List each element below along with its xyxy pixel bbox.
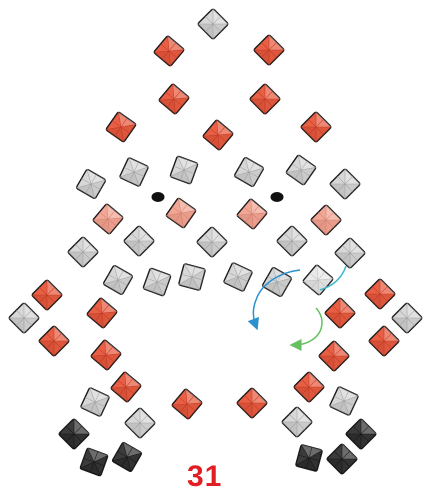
orange-bicone <box>154 36 185 67</box>
silver-bicone <box>329 386 358 415</box>
orange-bicone <box>364 278 395 309</box>
black-bicone <box>345 418 376 449</box>
silver-bicone <box>179 264 206 291</box>
orange-bicone <box>203 120 234 151</box>
silver-bicone <box>262 267 292 297</box>
silver-bicone <box>80 387 109 416</box>
black-bicone <box>80 448 108 476</box>
silver-bicone <box>8 302 39 333</box>
pink-bicone <box>93 204 124 235</box>
step-number: 31 <box>187 462 222 492</box>
silver-bicone <box>123 225 154 256</box>
orange-bicone <box>87 298 118 329</box>
thread-arrow-green <box>294 308 322 345</box>
orange-bicone <box>38 325 69 356</box>
silver-bicone <box>234 157 264 187</box>
silver-bicone <box>223 262 252 291</box>
orange-bicone <box>111 372 142 403</box>
black-bicone <box>112 442 142 472</box>
orange-bicone <box>159 84 190 115</box>
silver-bicone <box>286 155 317 186</box>
silver-bicone <box>103 265 133 295</box>
silver-bicone <box>329 168 360 199</box>
black-seed-bead <box>271 192 284 202</box>
orange-bicone <box>324 297 355 328</box>
pink-bicone <box>237 199 268 230</box>
black-seed-bead <box>152 192 165 202</box>
orange-bicone <box>318 340 349 371</box>
orange-bicone <box>91 340 122 371</box>
orange-bicone <box>106 112 137 143</box>
silver-bicone <box>67 236 98 267</box>
silver-bicone <box>170 156 198 184</box>
silver-bicone <box>124 407 155 438</box>
orange-bicone <box>293 371 324 402</box>
black-bicone <box>296 445 323 472</box>
black-bicone <box>326 443 357 474</box>
silver-bicone <box>143 268 171 296</box>
pink-bicone <box>310 204 341 235</box>
orange-bicone <box>172 389 203 420</box>
white-bicone <box>303 265 334 296</box>
orange-bicone <box>31 279 62 310</box>
silver-bicone <box>119 157 148 186</box>
orange-bicone <box>253 34 284 65</box>
orange-bicone <box>300 111 331 142</box>
silver-bicone <box>276 225 307 256</box>
silver-bicone <box>334 237 365 268</box>
orange-bicone <box>249 83 280 114</box>
silver-bicone <box>391 302 422 333</box>
orange-bicone <box>368 325 399 356</box>
silver-bicone <box>196 226 227 257</box>
orange-bicone <box>236 387 267 418</box>
black-bicone <box>58 418 89 449</box>
bead-layer <box>8 8 422 476</box>
silver-bicone <box>281 406 312 437</box>
pink-bicone <box>166 198 197 229</box>
silver-bicone <box>197 8 228 39</box>
silver-bicone <box>76 169 106 199</box>
